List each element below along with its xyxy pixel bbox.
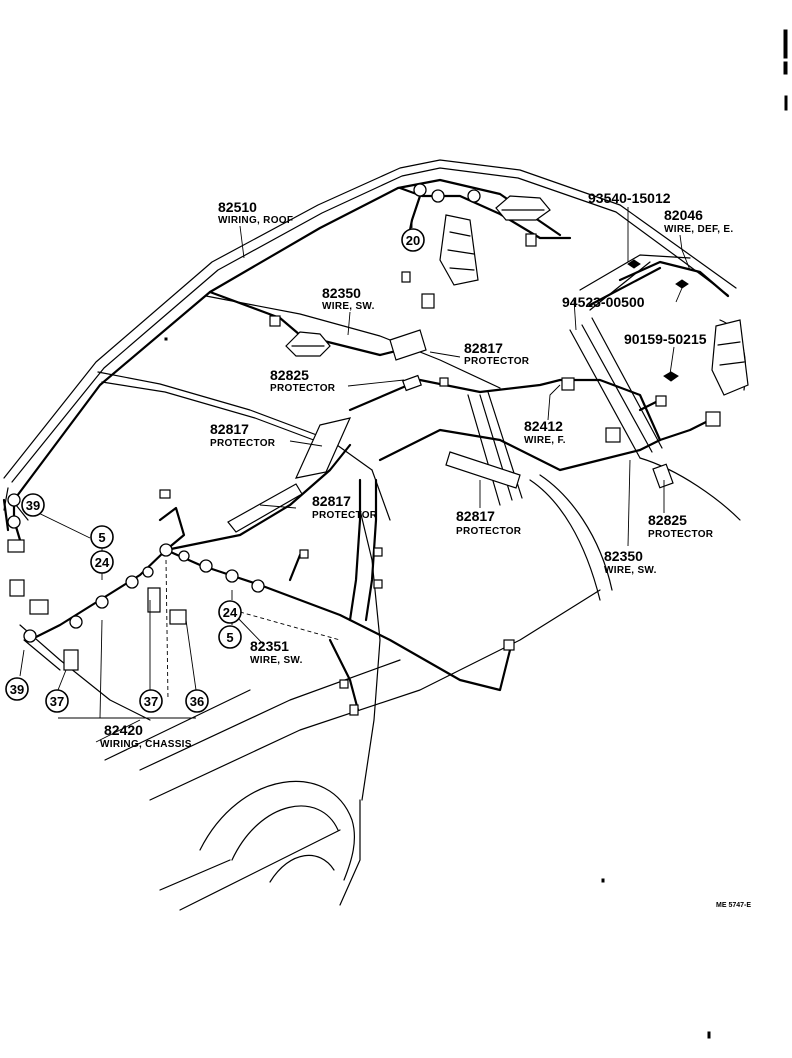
circle-number: 37 [50, 694, 64, 709]
part-description: PROTECTOR [270, 383, 336, 394]
circle-number: 39 [26, 498, 40, 513]
callout-82817-pillar: 82817 PROTECTOR [210, 421, 276, 449]
callout-93540-15012: 93540-15012 [588, 190, 671, 206]
callout-82351: 82351 WIRE, SW. [250, 638, 303, 666]
harness-clamps [7, 183, 481, 643]
circle-callout-39-upper: 39 [21, 493, 45, 517]
callout-82420: 82420 WIRING, CHASSIS [100, 722, 192, 750]
callout-94523-00500: 94523-00500 [562, 294, 645, 310]
part-number: 82825 [270, 367, 309, 383]
part-description: WIRING, ROOF [218, 215, 293, 226]
part-description: WIRE, F. [524, 435, 566, 446]
callout-82412: 82412 WIRE, F. [524, 418, 566, 446]
circle-number: 5 [98, 530, 105, 545]
circle-number: 5 [226, 630, 233, 645]
vehicle-body [3, 159, 747, 911]
part-description: PROTECTOR [312, 510, 378, 521]
map-lamp [495, 195, 551, 221]
circle-callout-36: 36 [185, 689, 209, 713]
part-number: 82817 [210, 421, 249, 437]
scan-marks [164, 29, 788, 1039]
circle-callout-24-left: 24 [90, 550, 114, 574]
connectors [7, 233, 721, 716]
circle-callout-37-right: 37 [139, 689, 163, 713]
part-number: 82420 [104, 722, 143, 738]
part-description: WIRE, SW. [604, 565, 657, 576]
part-description: PROTECTOR [456, 526, 522, 537]
part-number: 82817 [456, 508, 495, 524]
dome-lamp [285, 331, 331, 357]
part-number: 82350 [322, 285, 361, 301]
part-description: WIRE, SW. [250, 655, 303, 666]
callout-82350-body: 82350 WIRE, SW. [604, 548, 657, 576]
part-number: 94523-00500 [562, 294, 645, 310]
part-number: 90159-50215 [624, 331, 707, 347]
circle-number: 24 [95, 555, 110, 570]
circle-number: 36 [190, 694, 204, 709]
part-number: 82412 [524, 418, 563, 434]
part-number: 82817 [464, 340, 503, 356]
circle-callout-24-center: 24 [218, 600, 242, 624]
part-number: 82350 [604, 548, 643, 564]
protector-parts [227, 329, 674, 533]
part-number: 93540-15012 [588, 190, 671, 206]
callout-82350-roof: 82350 WIRE, SW. [322, 285, 375, 312]
part-number: 82825 [648, 512, 687, 528]
circle-number: 39 [10, 682, 24, 697]
interior-lamp-assembly [439, 214, 479, 286]
callout-82817-roof: 82817 PROTECTOR [464, 340, 530, 367]
part-number: 82817 [312, 493, 351, 509]
callout-90159-50215: 90159-50215 [624, 331, 707, 347]
circle-callout-39-lower: 39 [5, 677, 29, 701]
circle-callout-5-center: 5 [218, 625, 242, 649]
part-description: WIRE, SW. [322, 301, 375, 312]
circle-callout-5-left: 5 [90, 525, 114, 549]
reference-code: ME 5747-E [716, 902, 751, 909]
circle-number: 37 [144, 694, 158, 709]
circle-number: 24 [223, 605, 238, 620]
part-description: PROTECTOR [464, 356, 530, 367]
leader-lines [19, 207, 691, 743]
part-number: 82351 [250, 638, 289, 654]
callout-82046: 82046 WIRE, DEF, E. [664, 207, 733, 235]
callout-82825-roof: 82825 PROTECTOR [270, 367, 336, 394]
part-number: 82510 [218, 199, 257, 215]
part-description: WIRE, DEF, E. [664, 224, 733, 235]
circle-number: 20 [406, 233, 420, 248]
part-description: WIRING, CHASSIS [100, 739, 192, 750]
circle-callout-20: 20 [401, 228, 425, 252]
part-description: PROTECTOR [648, 529, 714, 540]
callout-82817-side: 82817 PROTECTOR [312, 493, 378, 521]
part-description: PROTECTOR [210, 438, 276, 449]
callout-82817-door: 82817 PROTECTOR [456, 508, 522, 537]
circle-callout-37-left: 37 [45, 689, 69, 713]
callout-82510: 82510 WIRING, ROOF [218, 199, 293, 226]
callout-82825-rear: 82825 PROTECTOR [648, 512, 714, 540]
rear-lamp [711, 319, 749, 396]
part-number: 82046 [664, 207, 703, 223]
